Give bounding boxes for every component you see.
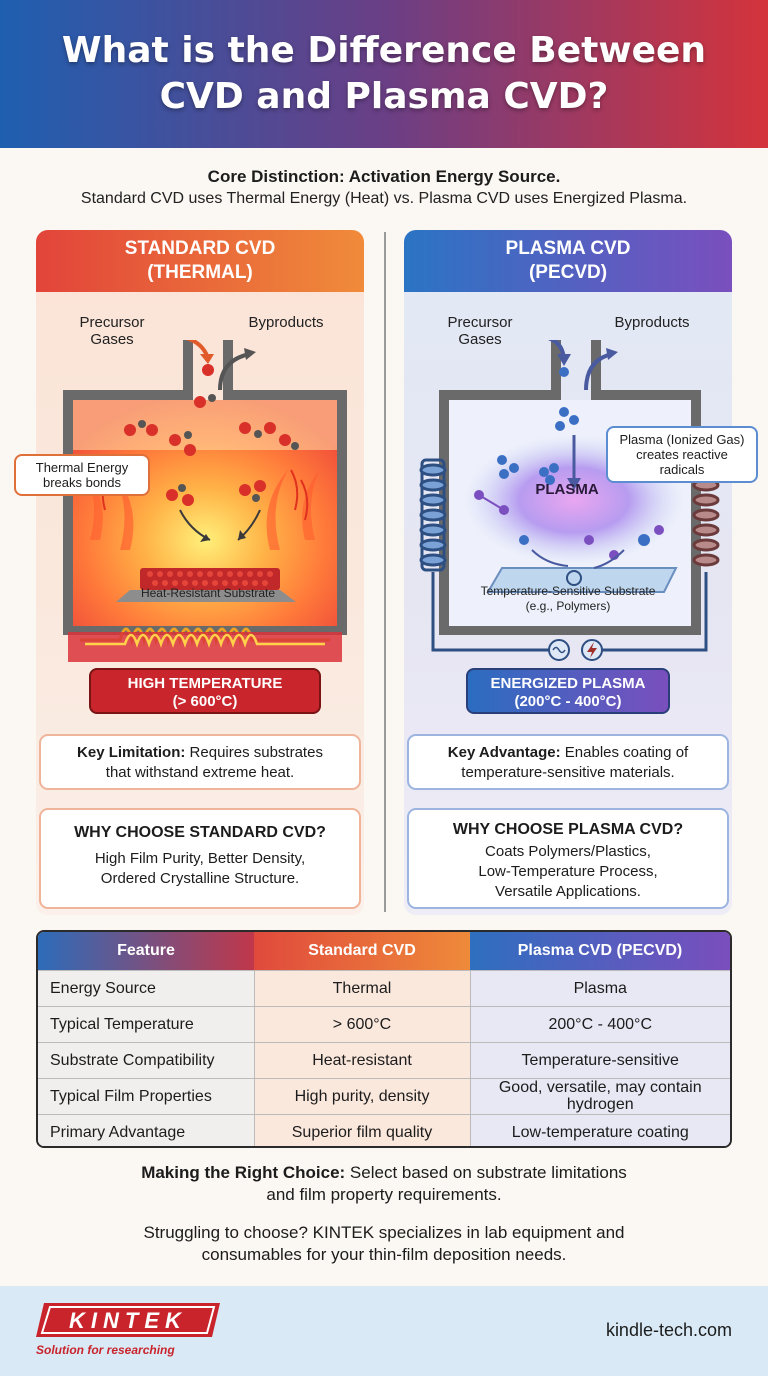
precursor-line1: Precursor: [447, 314, 513, 331]
intro-headline: Core Distinction: Activation Energy Sour…: [207, 167, 561, 186]
high-temperature-badge: HIGH TEMPERATURE (> 600°C): [89, 668, 321, 714]
standard-byproducts-label: Byproducts: [248, 314, 324, 331]
table-cell: High purity, density: [254, 1077, 471, 1114]
cta-line1: Struggling to choose? KINTEK specializes…: [143, 1223, 625, 1242]
conclusion-text1: Select based on substrate limitations: [349, 1163, 627, 1182]
table-cell: Plasma: [470, 969, 730, 1006]
why-standard-line1: High Film Purity, Better Density,: [94, 850, 306, 867]
key-limitation-text2: that withstand extreme heat.: [105, 764, 295, 781]
table-cell: Thermal: [254, 969, 471, 1006]
precursor-line1: Precursor: [79, 314, 145, 331]
table-cell: Primary Advantage: [38, 1113, 255, 1146]
temp-line2: (200°C - 400°C): [514, 693, 622, 710]
plasma-precursor-label: Precursor Gases: [440, 314, 520, 348]
callout-line2: creates reactive: [636, 447, 728, 462]
table-cell: 200°C - 400°C: [470, 1005, 730, 1042]
precursor-line2: Gases: [90, 331, 134, 348]
standard-title-line2: (THERMAL): [147, 262, 253, 283]
substrate-line2: (e.g., Polymers): [525, 599, 611, 613]
heat-resistant-substrate-label: Heat-Resistant Substrate: [140, 586, 276, 600]
why-standard-title: WHY CHOOSE STANDARD CVD?: [74, 824, 326, 841]
key-advantage-text1: Enables coating of: [564, 744, 689, 761]
why-plasma-line3: Versatile Applications.: [495, 883, 641, 900]
temp-line1: HIGH TEMPERATURE: [127, 675, 283, 692]
header-feature: Feature: [38, 932, 254, 970]
header-standard-cvd: Standard CVD: [254, 932, 470, 970]
plasma-byproducts-label: Byproducts: [614, 314, 690, 331]
standard-cvd-panel: STANDARD CVD (THERMAL) Precursor Gases B…: [14, 230, 364, 915]
table-cell: Temperature-sensitive: [470, 1041, 730, 1078]
plasma-label: PLASMA: [535, 481, 599, 498]
callout-line2: breaks bonds: [42, 475, 122, 490]
table-cell: Typical Film Properties: [38, 1077, 255, 1114]
standard-title-line1: STANDARD CVD: [124, 238, 276, 259]
plasma-cvd-panel: PLASMA CVD (PECVD) Precursor Gases Bypro…: [404, 230, 758, 915]
table-cell: Superior film quality: [254, 1113, 471, 1146]
website-link[interactable]: kindle-tech.com: [605, 1320, 732, 1340]
key-limitation-box: Key Limitation: Requires substrates that…: [39, 734, 361, 790]
temp-line2: (> 600°C): [172, 693, 238, 710]
table-row: Substrate Compatibility Heat-resistant T…: [38, 1041, 730, 1078]
table-row: Typical Temperature > 600°C 200°C - 400°…: [38, 1005, 730, 1042]
table-row: Typical Film Properties High purity, den…: [38, 1077, 730, 1114]
table-header-row: Feature Standard CVD Plasma CVD (PECVD): [38, 932, 730, 970]
thermal-chamber-diagram: [60, 340, 350, 670]
table-row: Energy Source Thermal Plasma: [38, 969, 730, 1006]
substrate-line1: Temperature-Sensitive Substrate: [480, 584, 656, 598]
precursor-line2: Gases: [458, 331, 502, 348]
comparison-table: Feature Standard CVD Plasma CVD (PECVD) …: [36, 930, 732, 1148]
logo-text: KINTEK: [69, 1308, 187, 1333]
plasma-cvd-title: PLASMA CVD (PECVD): [404, 230, 732, 292]
conclusion-section: Making the Right Choice: Select based on…: [0, 1162, 768, 1206]
callout-line3: radicals: [659, 462, 705, 477]
temp-line1: ENERGIZED PLASMA: [490, 675, 646, 692]
key-advantage-text2: temperature-sensitive materials.: [461, 764, 675, 781]
temperature-sensitive-substrate-label: Temperature-Sensitive Substrate (e.g., P…: [458, 584, 678, 614]
plasma-title-line1: PLASMA CVD: [505, 238, 631, 259]
plasma-callout: Plasma (Ionized Gas) creates reactive ra…: [606, 426, 758, 483]
kintek-logo[interactable]: KINTEK: [36, 1303, 220, 1337]
table-row: Primary Advantage Superior film quality …: [38, 1113, 730, 1146]
plasma-chamber-diagram: [414, 340, 724, 670]
cta-line2: consumables for your thin-film depositio…: [201, 1245, 567, 1264]
energized-plasma-badge: ENERGIZED PLASMA (200°C - 400°C): [466, 668, 670, 714]
table-cell: Low-temperature coating: [470, 1113, 730, 1146]
cta-section: Struggling to choose? KINTEK specializes…: [0, 1222, 768, 1266]
table-cell: Heat-resistant: [254, 1041, 471, 1078]
standard-precursor-label: Precursor Gases: [72, 314, 152, 348]
why-standard-line2: Ordered Crystalline Structure.: [100, 870, 300, 887]
page-title: What is the Difference Between CVD and P…: [61, 30, 707, 117]
plasma-title-line2: (PECVD): [528, 262, 608, 283]
why-plasma-line2: Low-Temperature Process,: [478, 863, 658, 880]
callout-line1: Plasma (Ionized Gas): [619, 432, 745, 447]
header-plasma-cvd: Plasma CVD (PECVD): [470, 932, 730, 970]
table-cell: Good, versatile, may contain hydrogen: [470, 1077, 730, 1114]
why-plasma-line1: Coats Polymers/Plastics,: [485, 843, 651, 860]
table-cell: Typical Temperature: [38, 1005, 255, 1042]
key-advantage-label: Key Advantage:: [447, 744, 561, 761]
key-advantage-box: Key Advantage: Enables coating of temper…: [407, 734, 729, 790]
key-limitation-text1: Requires substrates: [189, 744, 323, 761]
column-divider: [384, 232, 386, 912]
intro-text: Standard CVD uses Thermal Energy (Heat) …: [80, 190, 688, 207]
key-limitation-label: Key Limitation:: [77, 744, 186, 761]
intro-section: Core Distinction: Activation Energy Sour…: [0, 166, 768, 210]
why-plasma-title: WHY CHOOSE PLASMA CVD?: [452, 821, 684, 838]
conclusion-text2: and film property requirements.: [266, 1185, 502, 1204]
title-banner: What is the Difference Between CVD and P…: [0, 0, 768, 148]
table-cell: Energy Source: [38, 969, 255, 1006]
table-cell: > 600°C: [254, 1005, 471, 1042]
table-cell: Substrate Compatibility: [38, 1041, 255, 1078]
why-standard-box: WHY CHOOSE STANDARD CVD? High Film Purit…: [39, 808, 361, 909]
conclusion-label: Making the Right Choice:: [141, 1163, 346, 1182]
callout-line1: Thermal Energy: [35, 460, 129, 475]
thermal-energy-callout: Thermal Energy breaks bonds: [14, 454, 150, 496]
logo-tagline: Solution for researching: [36, 1343, 175, 1357]
standard-cvd-title: STANDARD CVD (THERMAL): [36, 230, 364, 292]
why-plasma-box: WHY CHOOSE PLASMA CVD? Coats Polymers/Pl…: [407, 808, 729, 909]
